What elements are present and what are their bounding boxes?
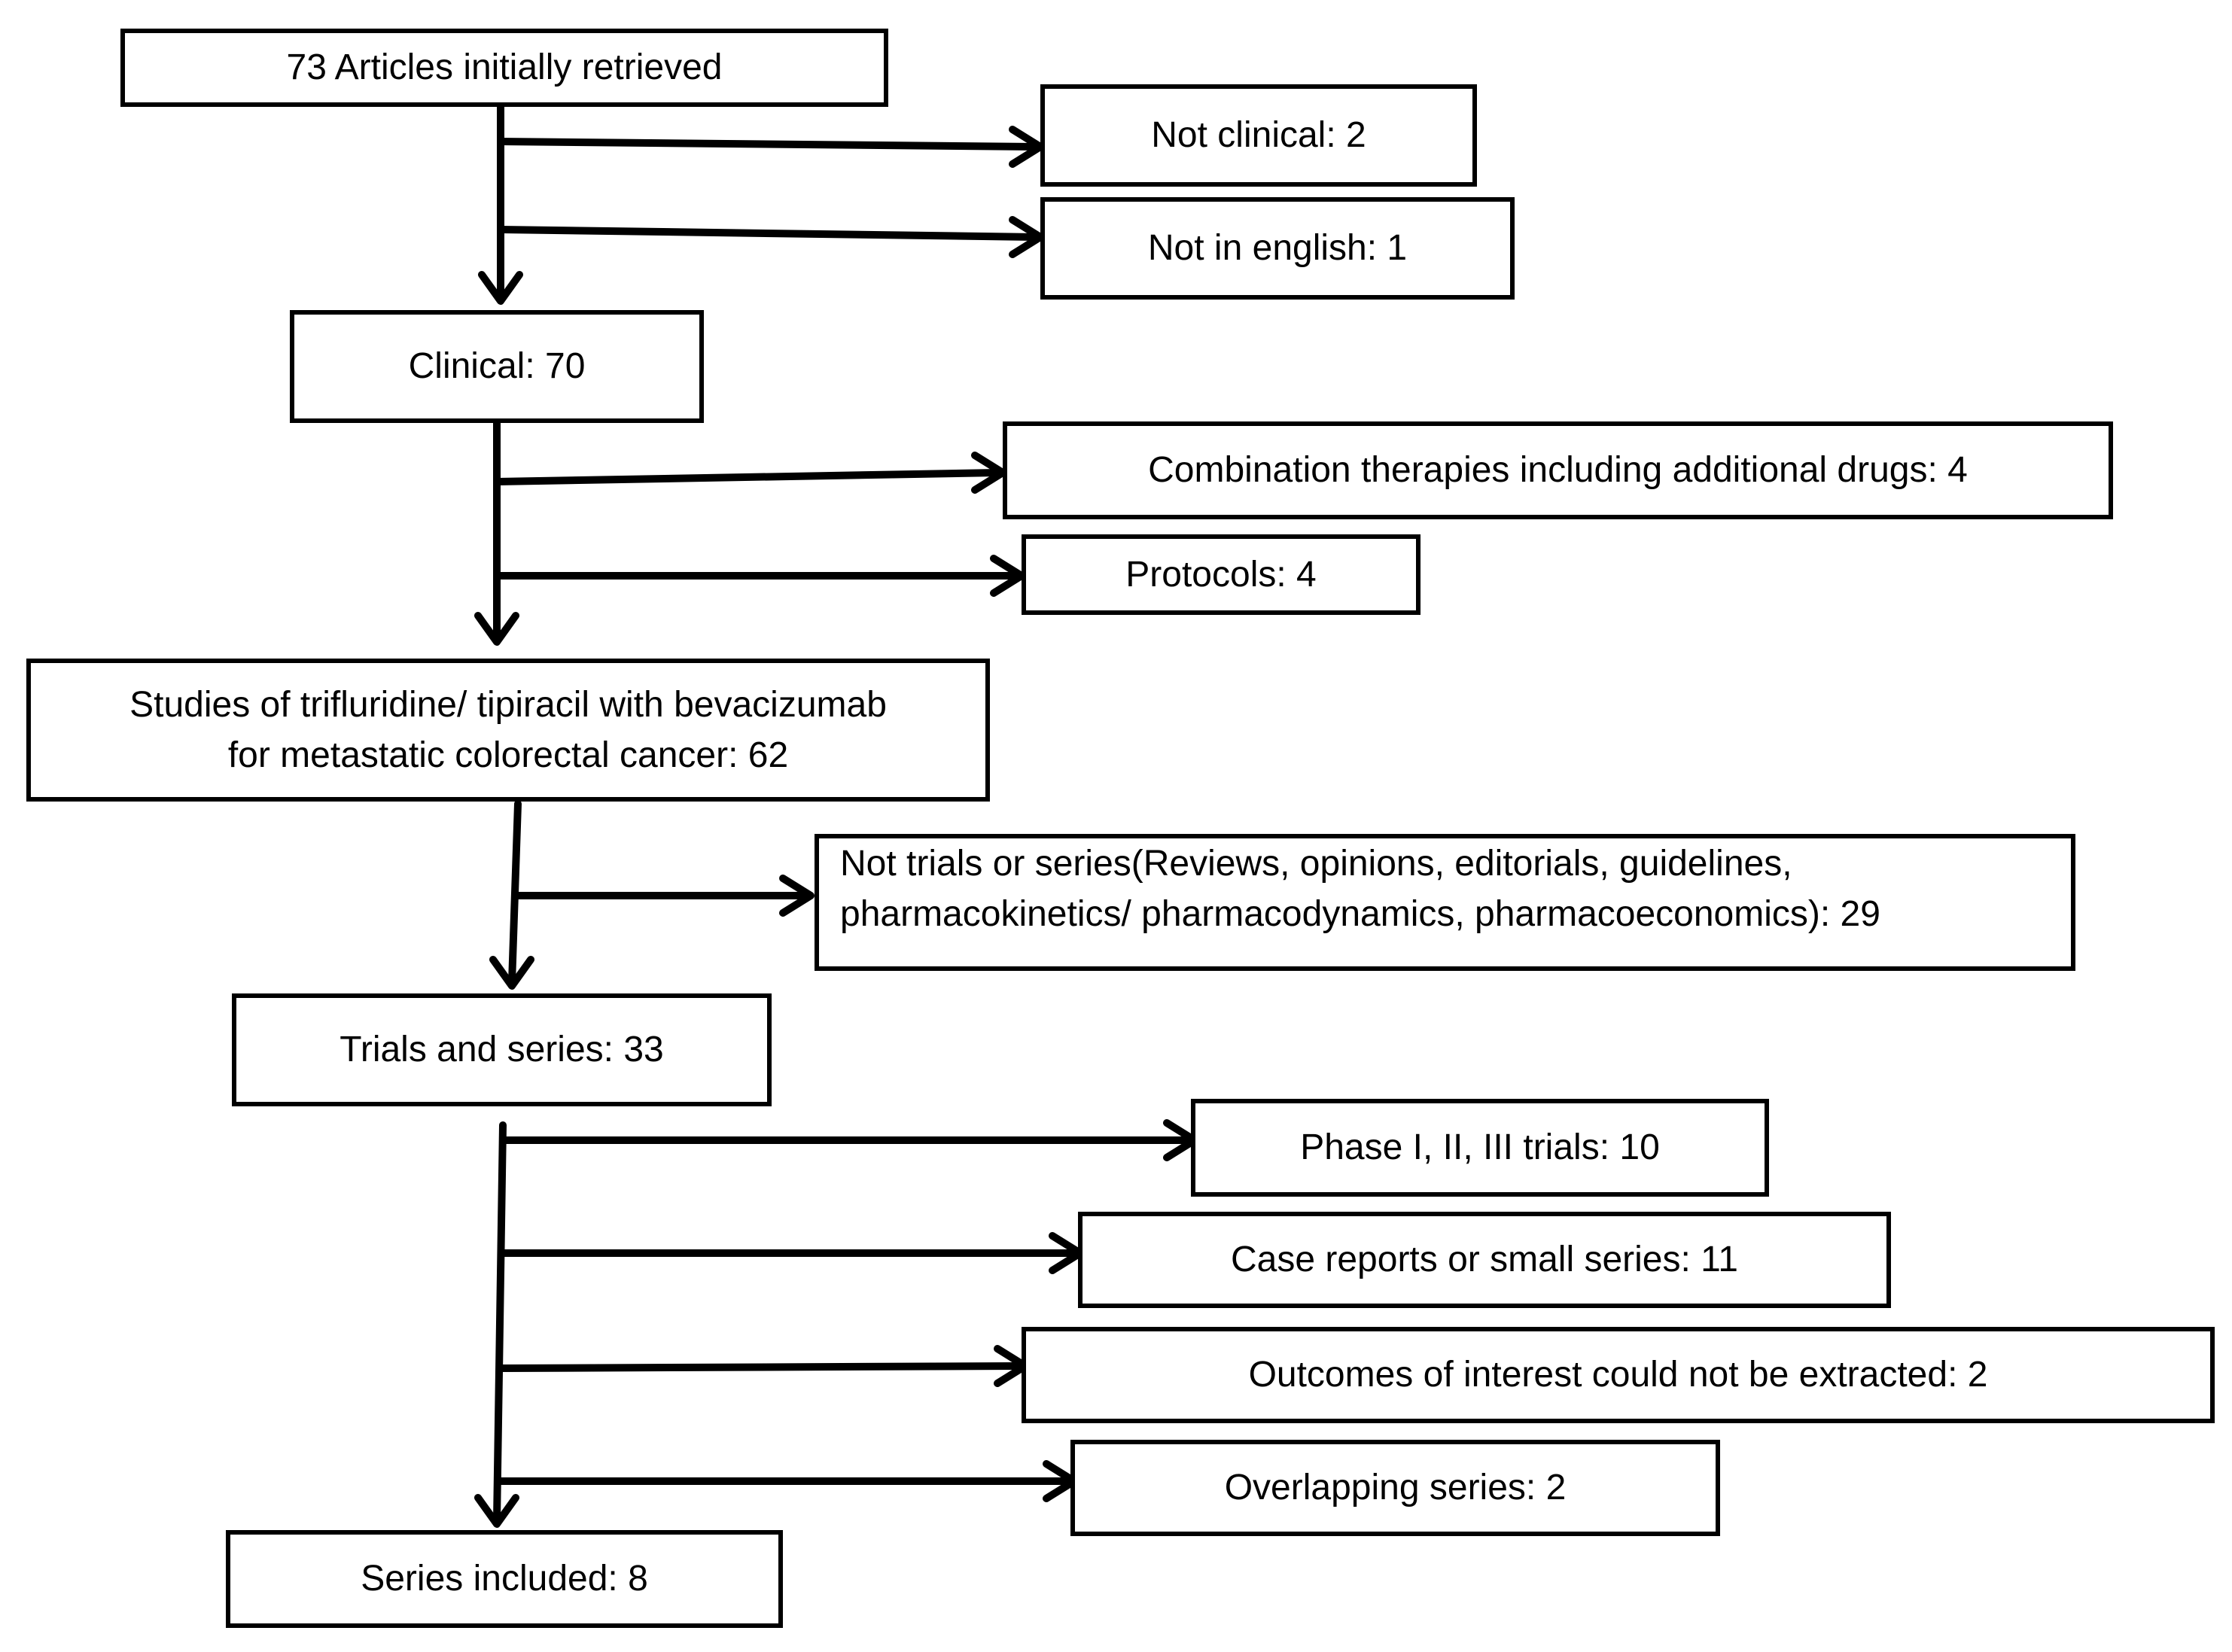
branch-outcomes [496, 1362, 1024, 1372]
phase-trials-text: Phase I, II, III trials: 10 [1300, 1127, 1660, 1168]
box-articles-retrieved: 73 Articles initially retrieved [120, 29, 888, 107]
outcomes-not-extracted-text: Outcomes of interest could not be extrac… [1248, 1355, 1988, 1395]
box-combination-therapies: Combination therapies including addition… [1003, 421, 2113, 519]
arrowhead-not-trials [779, 875, 815, 917]
branch-not-english [497, 226, 1039, 241]
box-studies: Studies of trifluridine/ tipiracil with … [26, 659, 990, 802]
box-not-clinical: Not clinical: 2 [1040, 84, 1477, 187]
main-connector-4 [493, 1121, 507, 1524]
box-not-trials-or-series: Not trials or series(Reviews, opinions, … [815, 834, 2075, 971]
not-in-english-text: Not in english: 1 [1147, 228, 1408, 269]
not-clinical-text: Not clinical: 2 [1151, 115, 1366, 156]
arrowhead-down-2 [474, 612, 519, 646]
branch-not-clinical [497, 138, 1039, 151]
case-reports-text: Case reports or small series: 11 [1230, 1240, 1738, 1280]
not-trials-text-line1: Not trials or series(Reviews, opinions, … [840, 844, 1792, 884]
arrowhead-down-3 [489, 956, 534, 990]
clinical-text: Clinical: 70 [408, 346, 586, 387]
studies-text-line1: Studies of trifluridine/ tipiracil with … [129, 684, 887, 725]
series-included-text: Series included: 8 [361, 1559, 648, 1599]
box-trials-and-series: Trials and series: 33 [232, 993, 772, 1106]
articles-retrieved-text: 73 Articles initially retrieved [286, 47, 723, 88]
box-outcomes-not-extracted: Outcomes of interest could not be extrac… [1022, 1327, 2215, 1423]
not-trials-text-line2: pharmacokinetics/ pharmacodynamics, phar… [840, 894, 1880, 935]
box-not-in-english: Not in english: 1 [1040, 197, 1515, 300]
arrowhead-down-1 [478, 271, 523, 305]
box-clinical: Clinical: 70 [290, 310, 704, 423]
arrowhead-down-4 [474, 1494, 519, 1528]
combination-therapies-text: Combination therapies including addition… [1148, 450, 1968, 491]
studies-text-line2: for metastatic colorectal cancer: 62 [227, 735, 789, 775]
box-protocols: Protocols: 4 [1022, 534, 1421, 615]
branch-combination [493, 469, 1001, 485]
box-phase-trials: Phase I, II, III trials: 10 [1191, 1099, 1769, 1197]
box-overlapping-series: Overlapping series: 2 [1070, 1440, 1720, 1536]
box-case-reports: Case reports or small series: 11 [1078, 1212, 1891, 1308]
trials-and-series-text: Trials and series: 33 [340, 1030, 664, 1070]
protocols-text: Protocols: 4 [1125, 554, 1317, 595]
overlapping-series-text: Overlapping series: 2 [1224, 1468, 1567, 1508]
box-series-included: Series included: 8 [226, 1530, 783, 1628]
